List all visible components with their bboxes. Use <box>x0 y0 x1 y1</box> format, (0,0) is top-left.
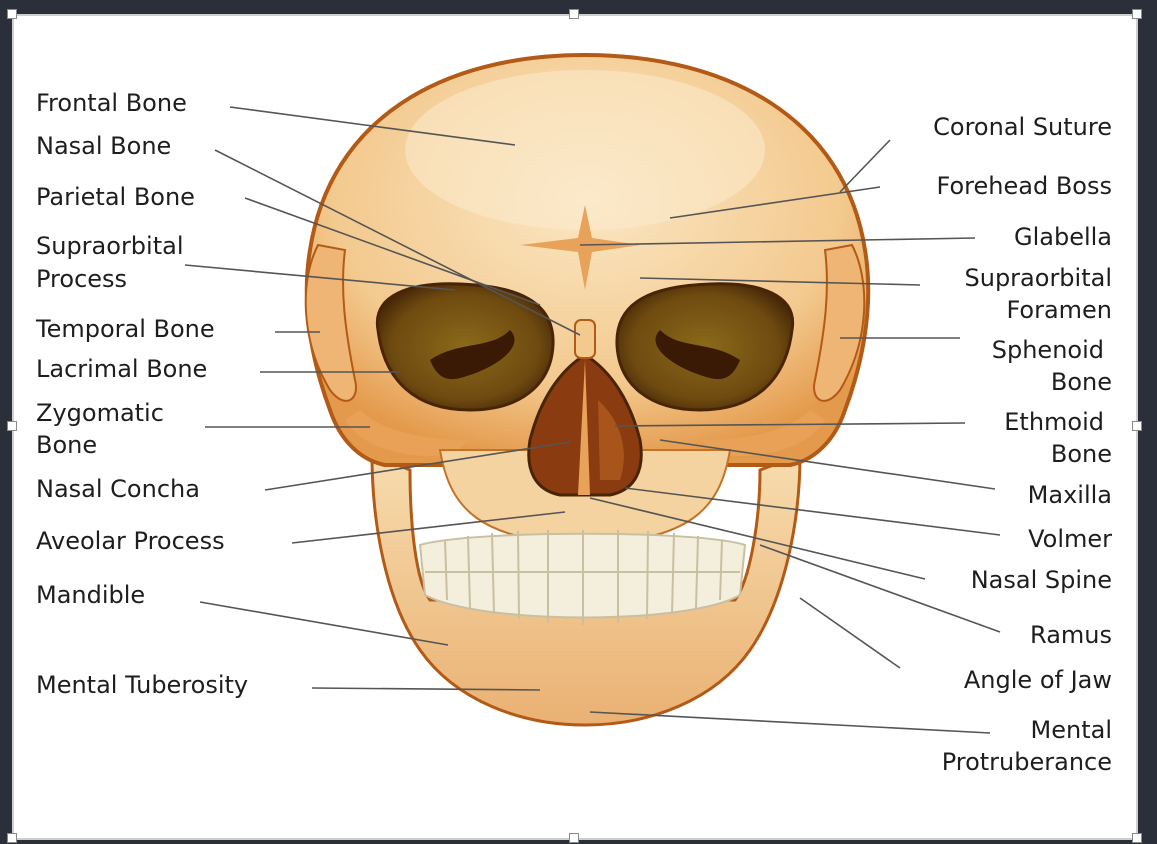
label-volmer: Volmer <box>1028 525 1112 553</box>
label-coronal-suture: Coronal Suture <box>933 113 1112 141</box>
label-forehead-boss: Forehead Boss <box>937 172 1112 200</box>
label-nasal-concha: Nasal Concha <box>36 475 200 503</box>
label-ethmoid-bone-line2: Bone <box>1051 440 1112 468</box>
label-mental-tuberosity: Mental Tuberosity <box>36 671 248 699</box>
label-nasal-bone: Nasal Bone <box>36 132 171 160</box>
label-mental-protruberance-line1: Mental <box>1031 716 1112 744</box>
label-glabella: Glabella <box>1014 223 1112 251</box>
skull-illustration <box>306 55 869 725</box>
left-labels: Frontal Bone Nasal Bone Parietal Bone Su… <box>35 89 248 699</box>
label-ramus: Ramus <box>1030 621 1112 649</box>
label-frontal-bone: Frontal Bone <box>36 89 187 117</box>
label-ethmoid-bone-line1: Ethmoid <box>1004 408 1104 436</box>
label-maxilla: Maxilla <box>1028 481 1112 509</box>
label-lacrimal-bone: Lacrimal Bone <box>36 355 207 383</box>
label-supraorbital-process-line1: Supraorbital <box>36 232 184 260</box>
label-temporal-bone: Temporal Bone <box>35 315 215 343</box>
label-supraorbital-process-line2: Process <box>36 265 127 293</box>
label-supraorbital-foramen-line2: Foramen <box>1006 296 1112 324</box>
label-sphenoid-bone-line2: Bone <box>1051 368 1112 396</box>
label-parietal-bone: Parietal Bone <box>36 183 195 211</box>
label-angle-of-jaw: Angle of Jaw <box>964 666 1112 694</box>
label-aveolar-process: Aveolar Process <box>36 527 225 555</box>
label-supraorbital-foramen-line1: Supraorbital <box>965 264 1113 292</box>
label-zygomatic-bone-line1: Zygomatic <box>36 399 164 427</box>
label-mandible: Mandible <box>36 581 145 609</box>
label-mental-protruberance-line2: Protruberance <box>942 748 1112 776</box>
label-sphenoid-bone-line1: Sphenoid <box>992 336 1104 364</box>
right-labels: Coronal Suture Forehead Boss Glabella Su… <box>933 113 1112 776</box>
label-nasal-spine: Nasal Spine <box>971 566 1112 594</box>
label-zygomatic-bone-line2: Bone <box>36 431 97 459</box>
